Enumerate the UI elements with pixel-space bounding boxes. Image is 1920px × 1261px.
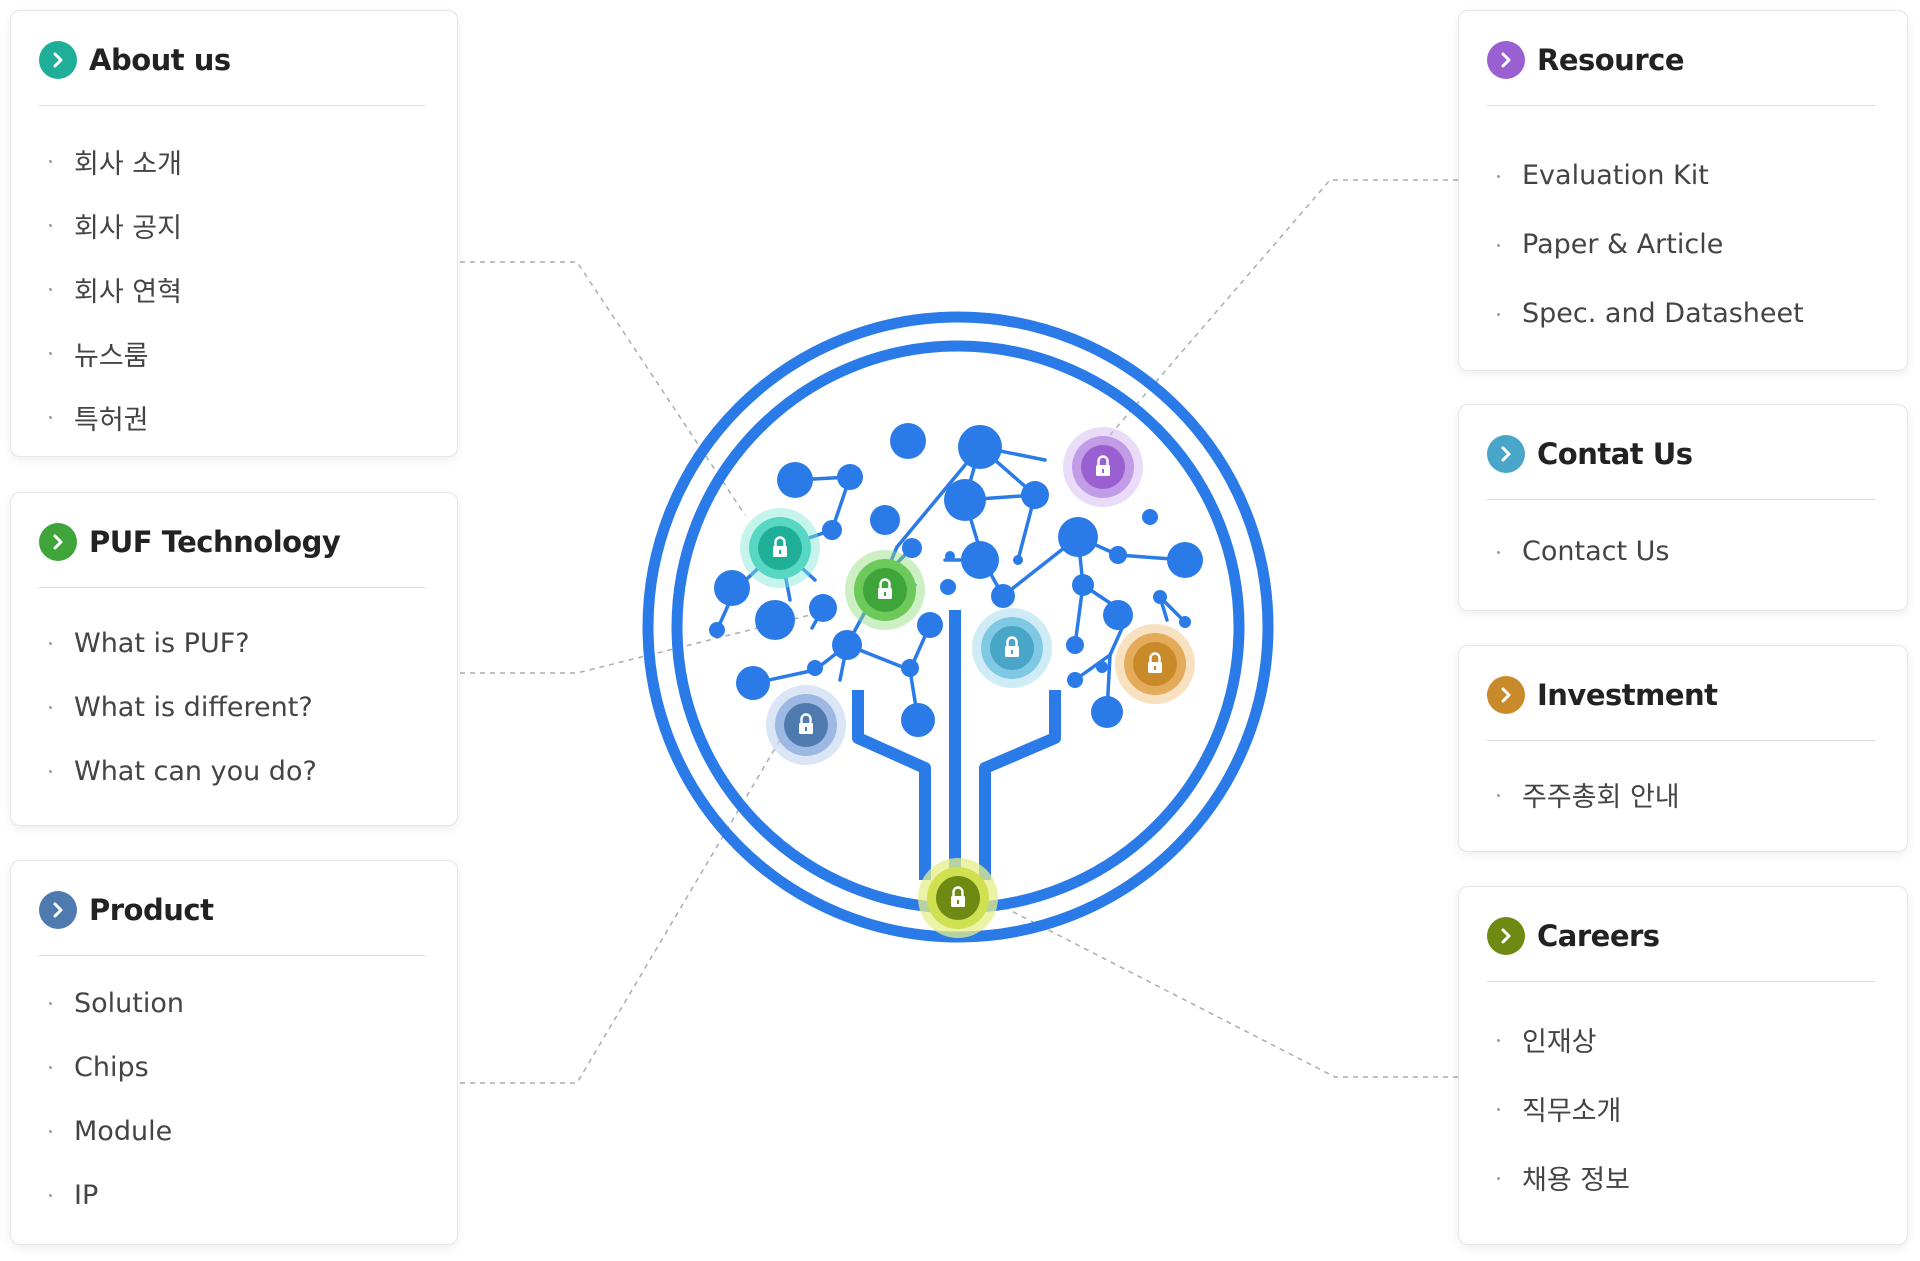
lock-badge-purple [1063,427,1143,507]
lock-icon [1005,636,1019,657]
menu-item-chips[interactable]: Chips [41,1035,427,1099]
investment-header[interactable]: Investment [1487,668,1875,741]
puf-technology-menu: What is PUF? What is different? What can… [41,611,427,803]
resource-header[interactable]: Resource [1487,33,1875,106]
careers-header[interactable]: Careers [1487,909,1875,982]
puf-technology-title: PUF Technology [89,525,341,559]
connector-about [460,261,746,516]
connector-careers [989,899,1458,1078]
menu-item-contact-us[interactable]: Contact Us [1489,517,1877,586]
connector-resource [1109,179,1458,436]
menu-item-module[interactable]: Module [41,1099,427,1163]
menu-item-spec-datasheet[interactable]: Spec. and Datasheet [1489,279,1877,348]
product-menu: Solution Chips Module IP [41,971,427,1227]
contact-menu: Contact Us [1489,517,1877,586]
menu-item-company-notice[interactable]: 회사 공지 [41,193,427,257]
lock-badge-navy [766,685,846,765]
menu-item-company-intro[interactable]: 회사 소개 [41,129,427,193]
connector-product [460,739,781,1084]
chevron-right-icon [39,41,77,79]
tree-trunk [852,610,1061,880]
careers-title: Careers [1537,919,1660,953]
contact-title: Contat Us [1537,437,1693,471]
contact-header[interactable]: Contat Us [1487,427,1875,500]
puf-technology-header[interactable]: PUF Technology [39,515,425,588]
menu-item-job-intro[interactable]: 직무소개 [1489,1074,1877,1143]
about-us-title: About us [89,43,231,77]
about-us-header[interactable]: About us [39,33,425,106]
chevron-right-icon [39,891,77,929]
about-us-card: About us 회사 소개 회사 공지 회사 연혁 뉴스룸 특허권 [10,10,458,457]
menu-item-talent[interactable]: 인재상 [1489,1005,1877,1074]
lock-badge-sky [972,608,1052,688]
chevron-right-icon [1487,676,1525,714]
lock-badge-teal [740,508,820,588]
lock-badge-olive [918,858,998,938]
lock-icon [1096,455,1110,476]
lock-icon [878,578,892,599]
lock-icon [799,713,813,734]
about-us-menu: 회사 소개 회사 공지 회사 연혁 뉴스룸 특허권 [41,129,427,449]
chevron-right-icon [1487,41,1525,79]
menu-item-ip[interactable]: IP [41,1163,427,1227]
chevron-right-icon [39,523,77,561]
chevron-right-icon [1487,435,1525,473]
lock-badge-green [845,550,925,630]
careers-menu: 인재상 직무소개 채용 정보 [1489,1005,1877,1212]
connector-puf [460,609,831,674]
menu-item-paper-article[interactable]: Paper & Article [1489,210,1877,279]
chevron-right-icon [1487,917,1525,955]
connector-lines [460,179,1458,1084]
resource-card: Resource Evaluation Kit Paper & Article … [1458,10,1908,371]
investment-menu: 주주총회 안내 [1489,760,1877,829]
resource-title: Resource [1537,43,1685,77]
menu-item-patents[interactable]: 특허권 [41,385,427,449]
lock-badge-orange [1115,624,1195,704]
menu-item-recruitment-info[interactable]: 채용 정보 [1489,1143,1877,1212]
investment-title: Investment [1537,678,1718,712]
product-card: Product Solution Chips Module IP [10,860,458,1245]
menu-item-what-is-different[interactable]: What is different? [41,675,427,739]
menu-item-company-history[interactable]: 회사 연혁 [41,257,427,321]
menu-item-what-is-puf[interactable]: What is PUF? [41,611,427,675]
investment-card: Investment 주주총회 안내 [1458,645,1908,852]
product-header[interactable]: Product [39,883,425,956]
contact-card: Contat Us Contact Us [1458,404,1908,611]
menu-item-solution[interactable]: Solution [41,971,427,1035]
lock-icon [773,536,787,557]
menu-item-shareholder-meeting[interactable]: 주주총회 안내 [1489,760,1877,829]
menu-item-what-can-you-do[interactable]: What can you do? [41,739,427,803]
puf-technology-card: PUF Technology What is PUF? What is diff… [10,492,458,826]
product-title: Product [89,893,214,927]
resource-menu: Evaluation Kit Paper & Article Spec. and… [1489,141,1877,348]
careers-card: Careers 인재상 직무소개 채용 정보 [1458,886,1908,1245]
tree-nodes [709,423,1203,737]
lock-icon [1148,652,1162,673]
lock-icon [951,886,965,907]
menu-item-evaluation-kit[interactable]: Evaluation Kit [1489,141,1877,210]
menu-item-newsroom[interactable]: 뉴스룸 [41,321,427,385]
